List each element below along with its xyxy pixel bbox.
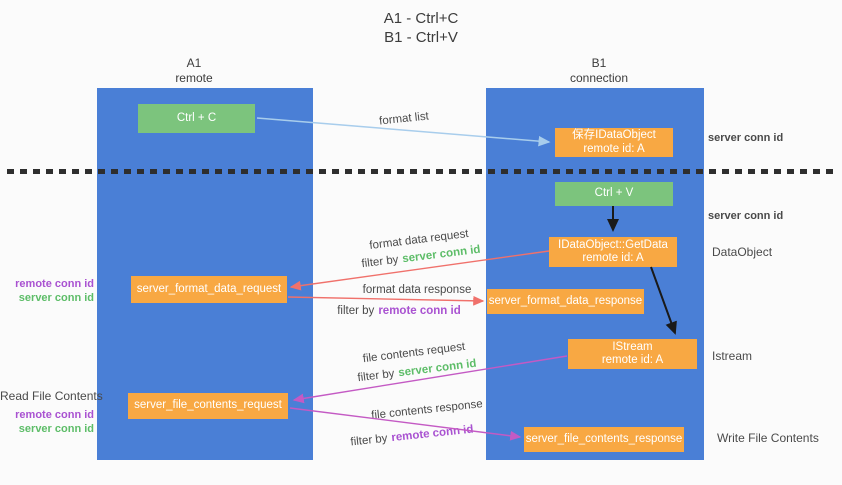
server-file-contents-response-label: server_file_contents_response	[525, 432, 683, 445]
lane-header-a1: A1 remote	[134, 56, 254, 86]
title-line-1: A1 - Ctrl+C	[383, 10, 459, 27]
lane-a1-name: A1	[186, 56, 202, 70]
istream-annotation: Istream	[712, 349, 753, 363]
filter-by-text: filter by	[349, 432, 389, 449]
diagram-title: A1 - Ctrl+C B1 - Ctrl+V	[0, 9, 842, 47]
ctrl-v-label: Ctrl + V	[594, 187, 634, 200]
lane-a1-subtitle: remote	[175, 71, 213, 85]
file-contents-response-label: file contents response	[370, 398, 484, 422]
format-data-response-label: format data response	[362, 284, 472, 296]
lane-b1-subtitle: connection	[569, 71, 629, 85]
copy-paste-separator-line	[7, 169, 837, 174]
getdata-line2: remote id: A	[582, 252, 644, 264]
title-line-2: B1 - Ctrl+V	[384, 29, 458, 46]
save-idataobject-node: 保存IDataObject remote id: A	[555, 128, 673, 157]
format-data-response-arrow	[287, 295, 485, 306]
remote-conn-id-annotation: remote conn id	[15, 278, 94, 290]
server-conn-id-text: server conn id	[401, 243, 482, 266]
remote-conn-id-text: remote conn id	[378, 305, 461, 317]
server-format-data-response-label: server_format_data_response	[488, 294, 643, 307]
filter-by-text: filter by	[356, 367, 396, 385]
server-file-contents-request-label: server_file_contents_request	[134, 399, 282, 412]
ctrl-v-node: Ctrl + V	[555, 182, 673, 206]
idataobject-getdata-node: IDataObject::GetData remote id: A	[549, 237, 677, 267]
server-format-data-response-node: server_format_data_response	[487, 289, 644, 314]
filter-by-text: filter by	[360, 253, 400, 271]
ctrl-c-node: Ctrl + C	[138, 104, 255, 133]
server-format-data-request-label: server_format_data_request	[136, 282, 282, 295]
server-conn-id-annotation-mid: server conn id	[708, 210, 784, 222]
server-format-data-request-node: server_format_data_request	[131, 276, 287, 303]
istream-node: IStream remote id: A	[568, 339, 697, 369]
format-list-label: format list	[378, 110, 430, 128]
server-conn-id-annotation: server conn id	[18, 423, 94, 435]
remote-conn-id-text: remote conn id	[390, 423, 475, 445]
server-conn-id-annotation-top: server conn id	[708, 132, 784, 144]
left-conn-id-annotations-top: remote conn id server conn id	[0, 277, 94, 305]
server-conn-id-annotation: server conn id	[18, 292, 94, 304]
left-conn-id-annotations-bottom: remote conn id server conn id	[0, 408, 94, 436]
write-file-contents-annotation: Write File Contents	[717, 431, 819, 445]
remote-conn-id-annotation: remote conn id	[15, 409, 94, 421]
save-idataobject-line1: 保存IDataObject	[572, 129, 656, 141]
istream-line2: remote id: A	[601, 354, 664, 366]
ctrl-c-label: Ctrl + C	[176, 111, 217, 124]
getdata-line1: IDataObject::GetData	[558, 238, 668, 251]
dataobject-annotation: DataObject	[712, 245, 773, 259]
lane-b1-name: B1	[591, 56, 607, 70]
lane-header-b1: B1 connection	[539, 56, 659, 86]
istream-line1: IStream	[612, 340, 653, 353]
read-file-contents-annotation: Read File Contents	[0, 389, 103, 403]
filter-by-text: filter by	[337, 305, 375, 317]
server-file-contents-request-node: server_file_contents_request	[128, 393, 288, 419]
server-conn-id-text: server conn id	[397, 357, 478, 380]
save-idataobject-line2: remote id: A	[583, 142, 645, 155]
server-file-contents-response-node: server_file_contents_response	[524, 427, 684, 452]
